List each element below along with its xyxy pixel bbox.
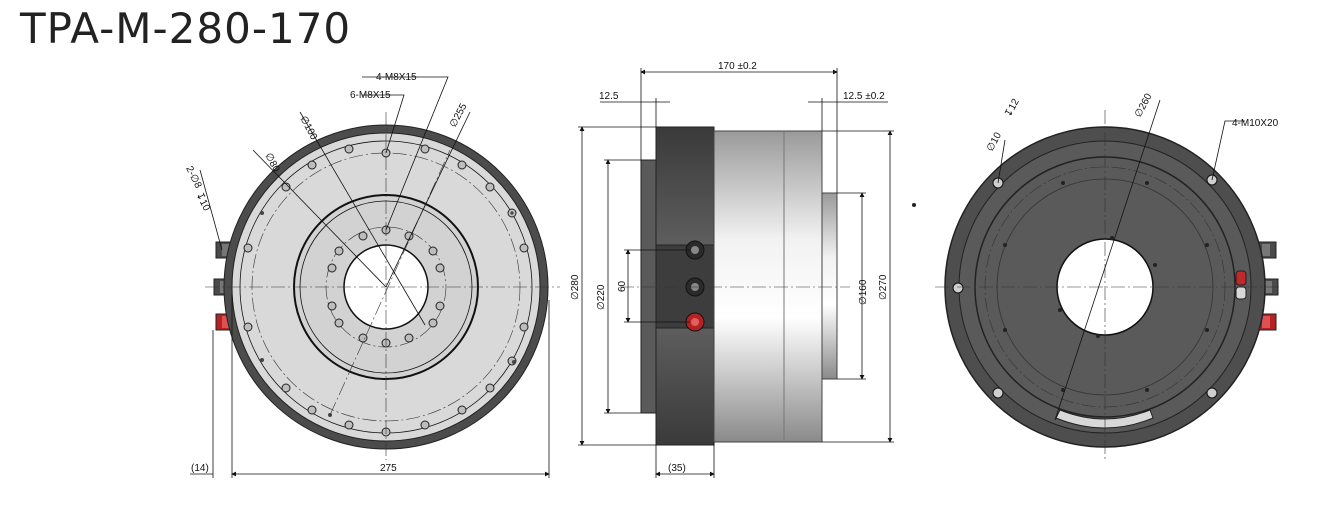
dim-d220: ∅220 <box>596 284 607 310</box>
dim-right-step: 12.5 ±0.2 <box>843 91 885 102</box>
dim-left-step: 12.5 <box>599 91 619 102</box>
outer-bolt-holes <box>243 144 529 437</box>
side-view: 170 ±0.2 12.5 12.5 ±0.2 ∅280 ∅220 60 ∅16… <box>570 61 894 478</box>
small-holes <box>260 211 516 417</box>
callout-6-m8x15: 6-M8X15 <box>350 90 391 101</box>
callout-pin-depth: ↧10 <box>193 190 212 213</box>
callout-d100: ∅100 <box>297 114 319 142</box>
dim-length: 170 ±0.2 <box>718 61 757 72</box>
dim-d270: ∅270 <box>878 274 889 300</box>
page-title: TPA-M-280-170 <box>20 4 352 53</box>
front-view: 4-M8X15 6-M8X15 ∅100 ∅80 ∅255 2-∅8 ↧10 (… <box>183 72 560 478</box>
side-housing-silver <box>713 130 823 443</box>
back-callout-pin-depth: ↧12 <box>1003 97 1022 120</box>
dim-port-span: 60 <box>617 280 628 292</box>
callout-4-m8x15: 4-M8X15 <box>376 72 417 83</box>
dim-d160: ∅160 <box>858 279 869 305</box>
back-slot <box>1055 409 1154 429</box>
back-red-marker <box>1235 270 1247 286</box>
dim-d280: ∅280 <box>570 274 581 300</box>
side-step-left <box>640 159 659 414</box>
back-connector-top <box>1257 241 1277 259</box>
back-callout-d260: ∅260 <box>1133 91 1155 119</box>
back-callout-pin: ∅10 <box>985 130 1004 153</box>
side-output-flange <box>821 192 838 380</box>
dim-width: 275 <box>380 463 397 474</box>
side-ports <box>685 240 705 332</box>
back-small-holes <box>912 181 1209 392</box>
dim-flange: (35) <box>668 463 686 474</box>
back-callout-holes: 4-M10X20 <box>1232 118 1279 129</box>
callout-pin: 2-∅8 <box>183 164 203 190</box>
callout-d255: ∅255 <box>448 101 470 129</box>
dim-offset: (14) <box>191 463 209 474</box>
back-view: ∅260 4-M10X20 ∅10 ↧12 <box>912 91 1280 460</box>
